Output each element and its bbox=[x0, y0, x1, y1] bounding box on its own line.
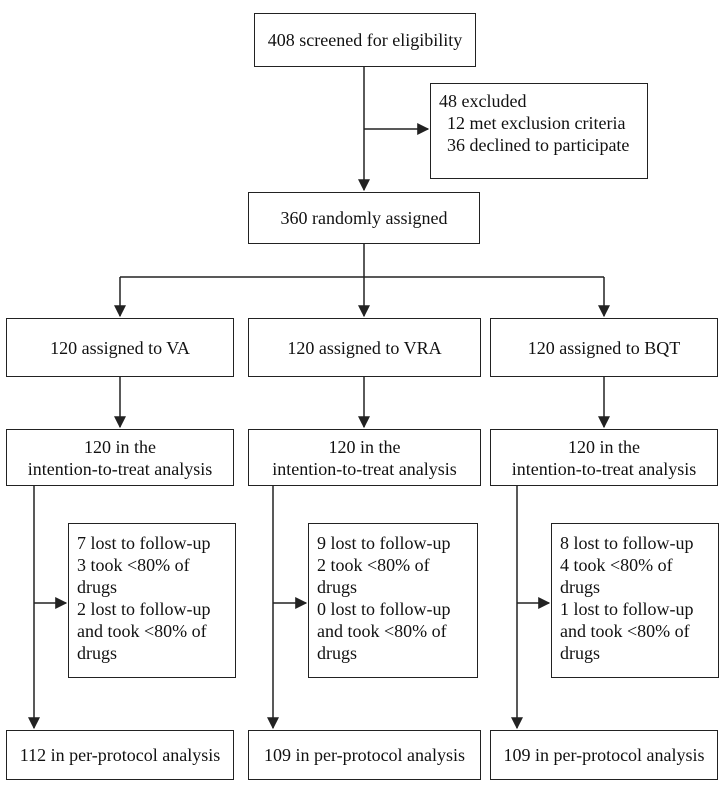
per-protocol-label: 112 in per-protocol analysis bbox=[19, 745, 221, 765]
arm-bqt-itt-box: 120 in the intention-to-treat analysis bbox=[490, 429, 718, 486]
loss-line: and took <80% of bbox=[317, 621, 447, 641]
arm-bqt-assigned-box: 120 assigned to BQT bbox=[490, 318, 718, 377]
itt-line: intention-to-treat analysis bbox=[27, 458, 213, 479]
randomized-label: 360 randomly assigned bbox=[280, 208, 448, 228]
loss-line: drugs bbox=[560, 643, 600, 663]
loss-line: 7 lost to follow-up bbox=[77, 533, 211, 553]
loss-line: drugs bbox=[77, 643, 117, 663]
loss-line: drugs bbox=[560, 577, 600, 597]
per-protocol-label: 109 in per-protocol analysis bbox=[503, 745, 705, 765]
excluded-title: 48 excluded bbox=[439, 91, 527, 111]
loss-line: and took <80% of bbox=[560, 621, 690, 641]
itt-line: 120 in the bbox=[84, 436, 156, 457]
randomized-box: 360 randomly assigned bbox=[248, 192, 480, 244]
itt-line: 120 in the bbox=[568, 436, 640, 457]
arm-bqt-per-protocol-box: 109 in per-protocol analysis bbox=[490, 730, 718, 780]
loss-line: 4 took <80% of bbox=[560, 555, 673, 575]
loss-line: 0 lost to follow-up bbox=[317, 599, 451, 619]
arm-va-losses-box: 7 lost to follow-up 3 took <80% of drugs… bbox=[68, 523, 236, 678]
arm-assigned-label: 120 assigned to VRA bbox=[287, 337, 442, 358]
per-protocol-label: 109 in per-protocol analysis bbox=[263, 745, 466, 765]
loss-line: 9 lost to follow-up bbox=[317, 533, 451, 553]
itt-line: intention-to-treat analysis bbox=[272, 458, 457, 479]
loss-line: drugs bbox=[317, 643, 357, 663]
loss-line: and took <80% of bbox=[77, 621, 207, 641]
screened-label: 408 screened for eligibility bbox=[267, 30, 463, 50]
arm-va-per-protocol-box: 112 in per-protocol analysis bbox=[6, 730, 234, 780]
exclusion-reason: 12 met exclusion criteria bbox=[447, 113, 626, 133]
loss-line: 8 lost to follow-up bbox=[560, 533, 694, 553]
loss-line: drugs bbox=[317, 577, 357, 597]
arm-vra-assigned-box: 120 assigned to VRA bbox=[248, 318, 481, 377]
arm-assigned-label: 120 assigned to VA bbox=[50, 337, 190, 358]
loss-line: 2 took <80% of bbox=[317, 555, 430, 575]
excluded-box: 48 excluded 12 met exclusion criteria 36… bbox=[430, 83, 648, 179]
itt-line: intention-to-treat analysis bbox=[511, 458, 697, 479]
arm-vra-losses-box: 9 lost to follow-up 2 took <80% of drugs… bbox=[308, 523, 478, 678]
itt-line: 120 in the bbox=[328, 436, 401, 457]
loss-line: 3 took <80% of bbox=[77, 555, 190, 575]
exclusion-reason: 36 declined to participate bbox=[447, 135, 630, 155]
loss-line: 2 lost to follow-up bbox=[77, 599, 211, 619]
arm-bqt-losses-box: 8 lost to follow-up 4 took <80% of drugs… bbox=[551, 523, 719, 678]
loss-line: 1 lost to follow-up bbox=[560, 599, 694, 619]
screened-box: 408 screened for eligibility bbox=[254, 13, 476, 67]
arm-va-assigned-box: 120 assigned to VA bbox=[6, 318, 234, 377]
loss-line: drugs bbox=[77, 577, 117, 597]
arm-vra-per-protocol-box: 109 in per-protocol analysis bbox=[248, 730, 481, 780]
arm-va-itt-box: 120 in the intention-to-treat analysis bbox=[6, 429, 234, 486]
arm-assigned-label: 120 assigned to BQT bbox=[527, 337, 681, 358]
arm-vra-itt-box: 120 in the intention-to-treat analysis bbox=[248, 429, 481, 486]
